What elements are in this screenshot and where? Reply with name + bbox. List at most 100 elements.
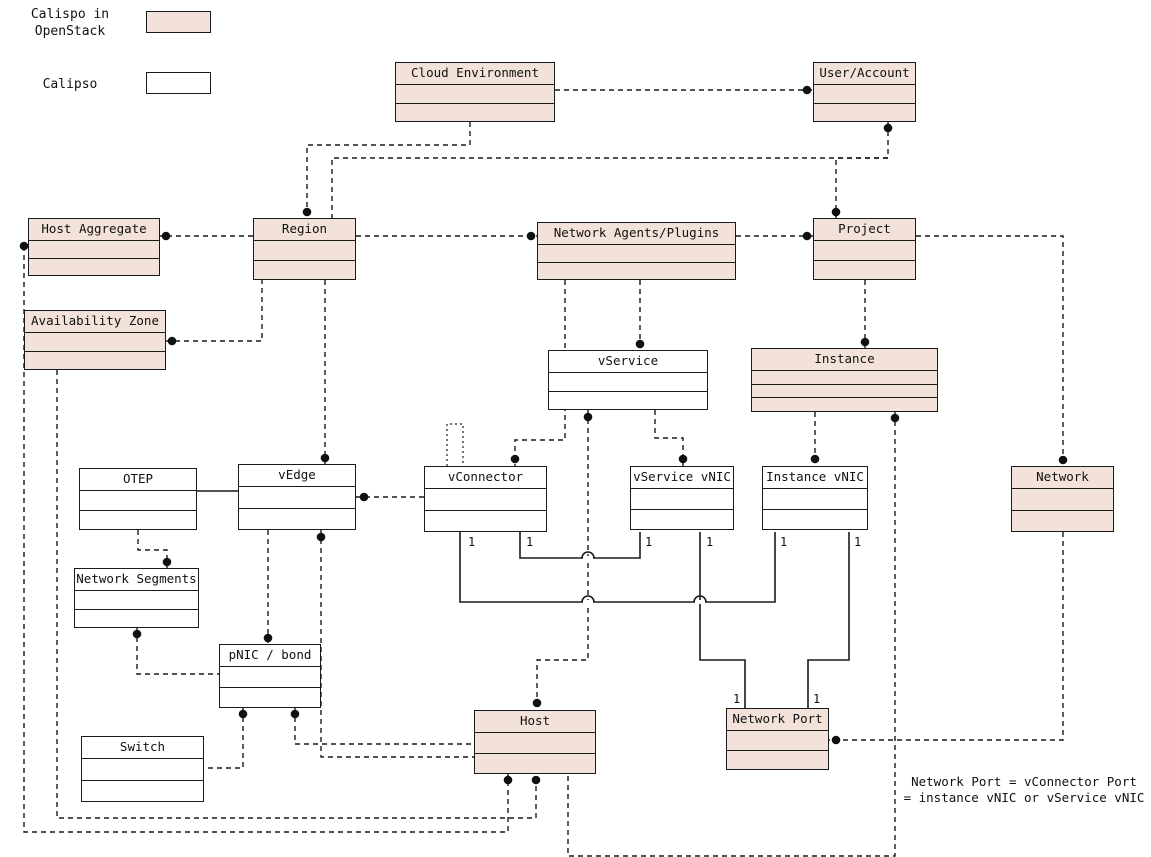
entity-compartment xyxy=(425,509,546,532)
entity-compartment xyxy=(29,257,159,276)
edge-dot xyxy=(302,207,312,217)
edge-dot xyxy=(890,413,900,423)
entity-pnic-bond: pNIC / bond xyxy=(219,644,321,708)
entity-network-agents: Network Agents/Plugins xyxy=(537,222,736,280)
edge-network-segments--pnic-bond xyxy=(136,628,219,675)
edge-otep--network-segments xyxy=(137,530,168,568)
entity-otep: OTEP xyxy=(79,468,197,530)
entity-compartment xyxy=(425,489,546,510)
edge-vconnector-self-loop xyxy=(446,423,464,466)
entity-vconnector: vConnector xyxy=(424,466,547,532)
entity-compartment xyxy=(814,102,915,122)
edge-dot xyxy=(19,241,29,251)
edge-dot xyxy=(802,231,812,241)
edge-dot xyxy=(526,231,536,241)
entity-user-account: User/Account xyxy=(813,62,916,122)
entity-compartment xyxy=(239,507,355,530)
edge-project--network xyxy=(916,235,1064,466)
edge-dot xyxy=(238,709,248,719)
entity-compartment xyxy=(538,261,735,280)
entity-compartment xyxy=(752,383,937,398)
edge-dot xyxy=(531,775,541,785)
edge-vedge--host xyxy=(320,530,474,758)
line-hop-mask xyxy=(583,600,593,604)
entity-compartment xyxy=(538,245,735,262)
entity-compartment xyxy=(475,752,595,774)
entity-compartment xyxy=(80,491,196,510)
edge-pnic-bond--switch xyxy=(204,708,244,769)
edge-network--network-port xyxy=(829,532,1064,741)
edge-dot xyxy=(359,492,369,502)
entity-compartment xyxy=(29,241,159,258)
entity-compartment xyxy=(631,508,733,530)
multiplicity-label: 1 xyxy=(645,535,652,549)
entity-compartment xyxy=(814,241,915,260)
entity-cloud-environment: Cloud Environment xyxy=(395,62,555,122)
edge-vservice-vnic--network-port xyxy=(699,532,746,708)
entity-compartment xyxy=(220,667,320,687)
edge-vservice--vservice-vnic xyxy=(654,410,684,466)
entity-compartment xyxy=(814,259,915,280)
entity-title-availability-zone: Availability Zone xyxy=(25,311,165,333)
multiplicity-label: 1 xyxy=(706,535,713,549)
entity-title-region: Region xyxy=(254,219,355,241)
entity-title-otep: OTEP xyxy=(80,469,196,491)
entity-title-network-segments: Network Segments xyxy=(75,569,198,591)
entity-availability-zone: Availability Zone xyxy=(24,310,166,370)
multiplicity-label: 1 xyxy=(780,535,787,549)
annotation-line-2: = instance vNIC or vService vNIC xyxy=(903,790,1145,805)
multiplicity-label: 1 xyxy=(854,535,861,549)
annotation-line-1: Network Port = vConnector Port xyxy=(911,774,1137,789)
edge-dot xyxy=(860,337,870,347)
entity-host: Host xyxy=(474,710,596,774)
edge-dot xyxy=(583,412,593,422)
entity-compartment xyxy=(220,686,320,708)
entity-compartment xyxy=(727,749,828,770)
edge-vconnector--vservice-vnic xyxy=(519,532,641,559)
entity-compartment xyxy=(752,371,937,384)
line-hop xyxy=(581,595,595,603)
edge-dot xyxy=(810,454,820,464)
edge-dot xyxy=(802,85,812,95)
entity-compartment xyxy=(82,759,203,780)
entity-title-network: Network xyxy=(1012,467,1113,489)
entity-compartment xyxy=(82,779,203,802)
entity-title-network-agents: Network Agents/Plugins xyxy=(538,223,735,245)
entity-title-vedge: vEdge xyxy=(239,465,355,487)
edge-user-account--project xyxy=(835,122,889,218)
entity-title-cloud-environment: Cloud Environment xyxy=(396,63,554,85)
edge-pnic-bond--host xyxy=(294,708,474,745)
entity-compartment xyxy=(1012,489,1113,510)
entity-network-port: Network Port xyxy=(726,708,829,770)
entity-compartment xyxy=(475,733,595,753)
edge-dot xyxy=(1058,455,1068,465)
multiplicity-label: 1 xyxy=(733,692,740,706)
entity-compartment xyxy=(752,397,937,411)
edge-dot xyxy=(316,532,326,542)
entity-compartment xyxy=(254,241,355,260)
edge-dot xyxy=(635,339,645,349)
edge-dot xyxy=(503,775,513,785)
entity-vservice-vnic: vService vNIC xyxy=(630,466,734,530)
edge-dot xyxy=(883,123,893,133)
entity-compartment xyxy=(75,591,198,609)
entity-compartment xyxy=(25,350,165,370)
edge-availability-zone--host xyxy=(56,370,537,819)
entity-instance-vnic: Instance vNIC xyxy=(762,466,868,530)
edge-dot xyxy=(510,454,520,464)
edge-dot xyxy=(678,454,688,464)
legend-swatch-openstack xyxy=(146,11,211,33)
edge-dot xyxy=(162,557,172,567)
entity-compartment xyxy=(727,731,828,750)
line-hop-mask xyxy=(583,556,593,560)
legend-label-openstack: Calispo in OpenStack xyxy=(30,7,110,39)
edge-instance-vnic--network-port xyxy=(807,532,850,708)
legend-swatch-calipso xyxy=(146,72,211,94)
entity-title-vservice-vnic: vService vNIC xyxy=(631,467,733,489)
entity-compartment xyxy=(396,102,554,122)
line-hop xyxy=(581,551,595,559)
entity-instance: Instance xyxy=(751,348,938,412)
